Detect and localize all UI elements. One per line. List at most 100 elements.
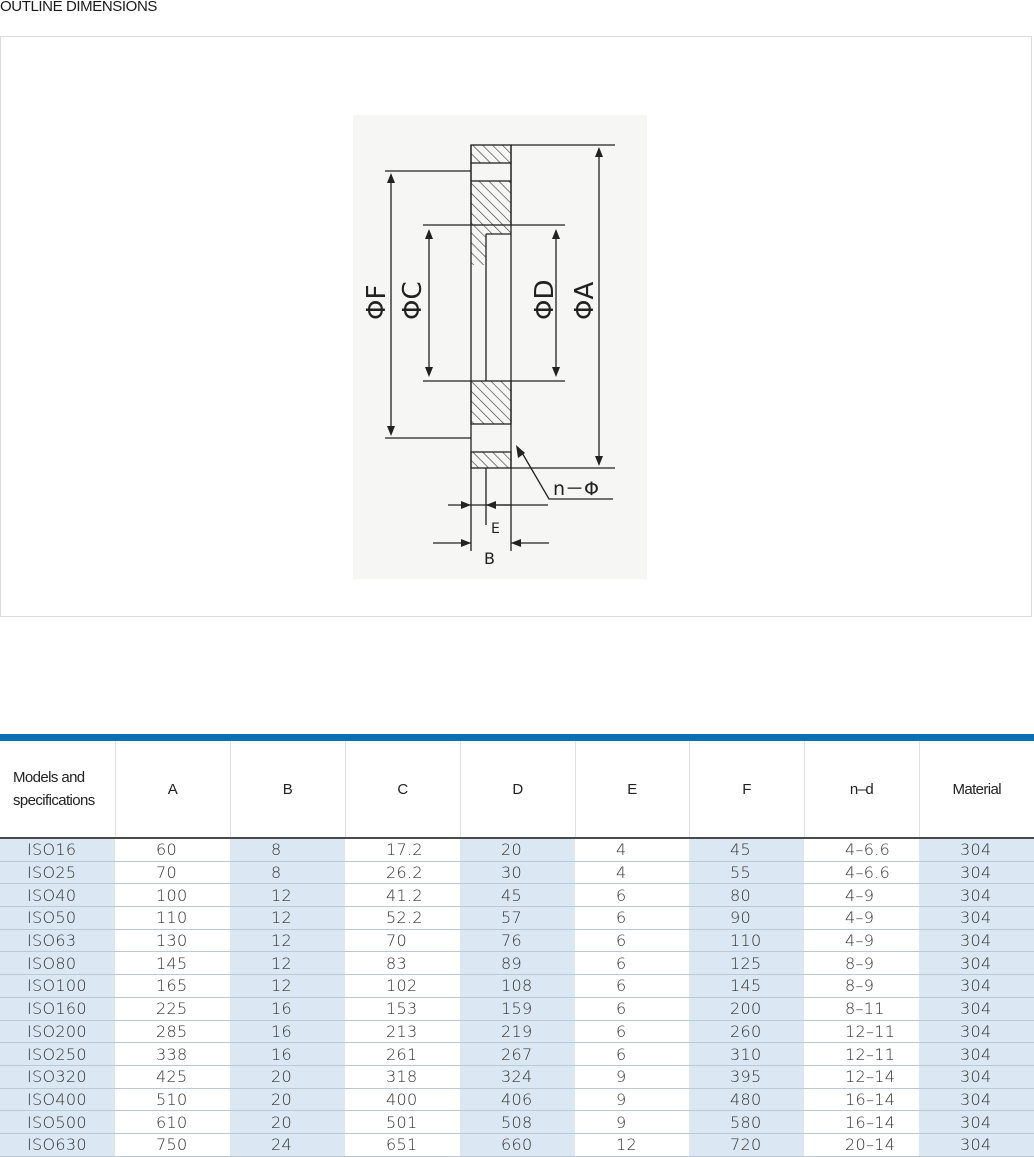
- label-phi-f: ΦF: [362, 285, 392, 320]
- value-cell: 4–9: [804, 929, 919, 953]
- value-cell: 108: [460, 974, 575, 998]
- value-cell: 45: [689, 838, 804, 862]
- section-title: OUTLINE DIMENSIONS: [0, 0, 157, 15]
- diagram-frame: ΦF ΦC ΦD ΦA E B n－Φ: [0, 36, 1032, 617]
- value-cell: 16: [230, 1042, 345, 1066]
- value-cell: 225: [115, 997, 230, 1021]
- value-cell: 52.2: [345, 906, 460, 930]
- value-cell: 57: [460, 906, 575, 930]
- value-cell: 6: [575, 997, 689, 1021]
- value-cell: 83: [345, 951, 460, 976]
- value-cell: 9: [575, 1088, 689, 1112]
- value-cell: 9: [575, 1065, 689, 1089]
- value-cell: 110: [115, 906, 230, 930]
- value-cell: 159: [460, 997, 575, 1021]
- value-cell: 8–9: [804, 974, 919, 998]
- value-cell: 304: [919, 929, 1034, 953]
- value-cell: 70: [115, 861, 230, 885]
- model-cell: ISO50: [0, 906, 115, 930]
- value-cell: 8–9: [804, 951, 919, 976]
- flange-lower-bolt-section: [470, 451, 512, 469]
- value-cell: 165: [115, 974, 230, 998]
- value-cell: 304: [919, 1065, 1034, 1089]
- header-f: F: [689, 737, 805, 839]
- header-c: C: [345, 737, 461, 839]
- label-e: E: [491, 521, 500, 537]
- model-cell: ISO630: [0, 1133, 115, 1157]
- flange-upper-section: [470, 180, 512, 226]
- value-cell: 219: [460, 1020, 575, 1044]
- value-cell: 20–14: [804, 1133, 919, 1157]
- header-n-d: n–d: [804, 737, 920, 839]
- value-cell: 4–6.6: [804, 861, 919, 885]
- value-cell: 267: [460, 1042, 575, 1066]
- value-cell: 213: [345, 1020, 460, 1044]
- model-cell: ISO100: [0, 974, 115, 998]
- value-cell: 145: [115, 951, 230, 976]
- model-cell: ISO250: [0, 1042, 115, 1066]
- value-cell: 6: [575, 906, 689, 930]
- value-cell: 76: [460, 929, 575, 953]
- value-cell: 110: [689, 929, 804, 953]
- value-cell: 45: [460, 883, 575, 908]
- value-cell: 6: [575, 929, 689, 953]
- value-cell: 6: [575, 1020, 689, 1044]
- value-cell: 12–11: [804, 1020, 919, 1044]
- value-cell: 261: [345, 1042, 460, 1066]
- value-cell: 6: [575, 951, 689, 976]
- value-cell: 304: [919, 861, 1034, 885]
- model-cell: ISO40: [0, 883, 115, 908]
- value-cell: 338: [115, 1042, 230, 1066]
- value-cell: 12: [230, 974, 345, 998]
- label-phi-d: ΦD: [530, 280, 560, 321]
- value-cell: 70: [345, 929, 460, 953]
- label-n-phi: n－Φ: [553, 478, 599, 500]
- value-cell: 304: [919, 838, 1034, 862]
- value-cell: 4–9: [804, 883, 919, 908]
- value-cell: 130: [115, 929, 230, 953]
- value-cell: 20: [230, 1065, 345, 1089]
- flange-lower-section: [470, 380, 512, 425]
- value-cell: 425: [115, 1065, 230, 1089]
- model-cell: ISO63: [0, 929, 115, 953]
- value-cell: 12–14: [804, 1065, 919, 1089]
- value-cell: 508: [460, 1110, 575, 1134]
- value-cell: 20: [460, 838, 575, 862]
- value-cell: 6: [575, 974, 689, 998]
- value-cell: 153: [345, 997, 460, 1021]
- value-cell: 6: [575, 883, 689, 908]
- value-cell: 6: [575, 1042, 689, 1066]
- value-cell: 16: [230, 997, 345, 1021]
- model-cell: ISO500: [0, 1110, 115, 1134]
- value-cell: 660: [460, 1133, 575, 1157]
- value-cell: 4–6.6: [804, 838, 919, 862]
- value-cell: 304: [919, 883, 1034, 908]
- value-cell: 26.2: [345, 861, 460, 885]
- value-cell: 395: [689, 1065, 804, 1089]
- value-cell: 125: [689, 951, 804, 976]
- value-cell: 9: [575, 1110, 689, 1134]
- value-cell: 510: [115, 1088, 230, 1112]
- model-cell: ISO320: [0, 1065, 115, 1089]
- value-cell: 304: [919, 906, 1034, 930]
- value-cell: 20: [230, 1110, 345, 1134]
- flange-upper-step: [471, 225, 511, 265]
- value-cell: 750: [115, 1133, 230, 1157]
- value-cell: 324: [460, 1065, 575, 1089]
- value-cell: 80: [689, 883, 804, 908]
- model-cell: ISO400: [0, 1088, 115, 1112]
- value-cell: 318: [345, 1065, 460, 1089]
- value-cell: 102: [345, 974, 460, 998]
